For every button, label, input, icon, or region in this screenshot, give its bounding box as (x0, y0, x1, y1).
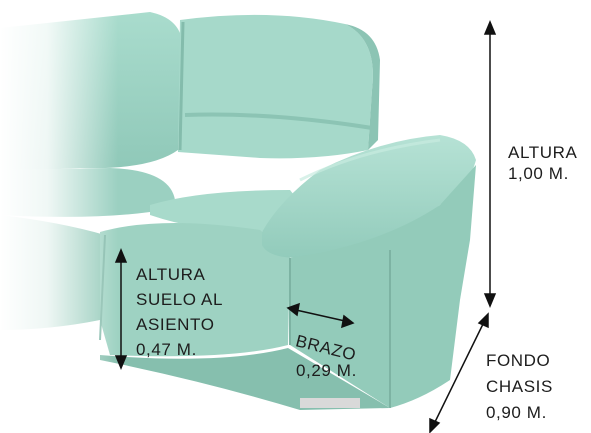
label-fondo-line2: CHASIS (486, 377, 553, 396)
label-fondo: FONDO CHASIS 0,90 M. (486, 348, 553, 426)
label-fondo-line1: FONDO (486, 351, 551, 370)
arrow-altura-asiento (114, 248, 128, 370)
label-altura-asiento-line2: SUELO AL (136, 290, 224, 309)
label-altura-total-value: 1,00 M. (508, 164, 569, 183)
label-altura-total-line1: ALTURA (508, 143, 578, 162)
arrow-brazo (286, 302, 355, 329)
label-brazo-value: 0,29 M. (296, 361, 357, 380)
arrow-altura-total (483, 20, 497, 308)
label-altura-asiento-line3: ASIENTO (136, 315, 215, 334)
label-altura-asiento-value: 0,47 M. (136, 340, 197, 359)
arrow-fondo (429, 312, 489, 433)
label-altura-total: ALTURA 1,00 M. (508, 142, 577, 184)
label-altura-asiento-line1: ALTURA (136, 265, 206, 284)
label-brazo: BRAZO 0,29 M. (294, 326, 358, 386)
label-fondo-value: 0,90 M. (486, 403, 547, 422)
label-altura-asiento: ALTURA SUELO AL ASIENTO 0,47 M. (136, 262, 223, 362)
